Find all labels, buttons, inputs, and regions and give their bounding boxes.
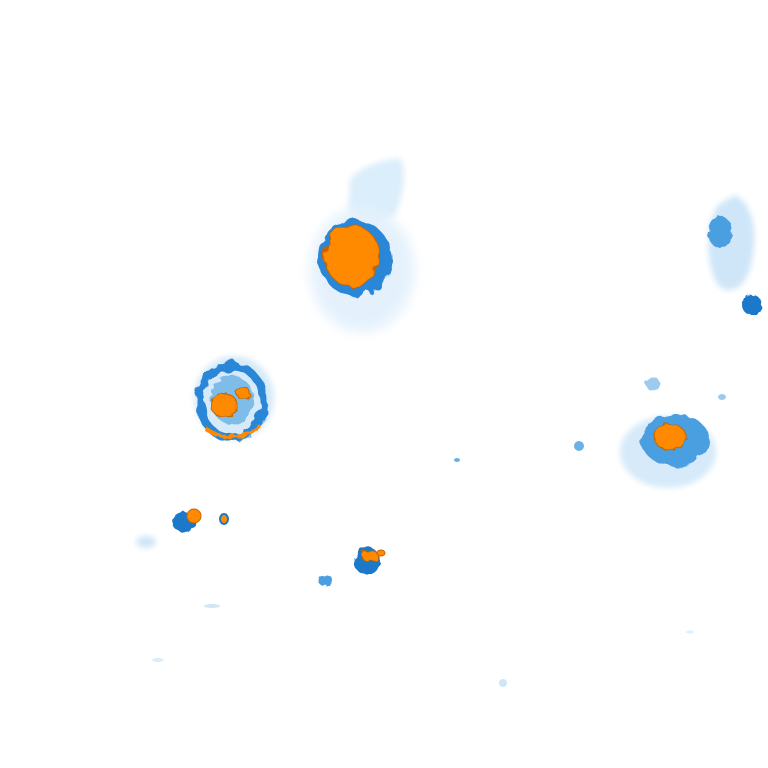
cell-left-middle-core-b [235,386,251,400]
cell-right-middle-dot [646,377,660,391]
cell-top-center [310,158,414,332]
cell-left-middle-edge [203,423,262,439]
cell-small-left-core [186,508,202,524]
cell-small-center-core-b [376,549,386,557]
cell-top-center-core [323,225,381,287]
debris-spot [454,458,460,462]
cell-right-edge-blob [742,295,762,315]
cell-left-middle [194,356,274,442]
debris-spot [718,394,726,400]
cell-small-left [136,508,229,548]
debris-spot [152,658,164,662]
debris-spot [204,604,220,608]
cell-small-center-core [361,549,379,563]
cell-small-center [318,547,386,586]
debris-spot [574,441,584,451]
cell-small-center-fragment [318,574,332,586]
cell-small-left-dot [219,513,229,525]
cell-top-center-tail [348,158,404,222]
debris-spot [686,630,694,634]
cell-right-middle [620,377,716,488]
cell-right-edge [708,195,762,315]
cell-left-middle-core [210,392,238,418]
debris [152,394,726,687]
cell-small-left-debris [136,536,156,548]
cell-right-middle-core [653,423,687,451]
cell-right-edge-spot [708,216,732,248]
debris-spot [499,679,507,687]
